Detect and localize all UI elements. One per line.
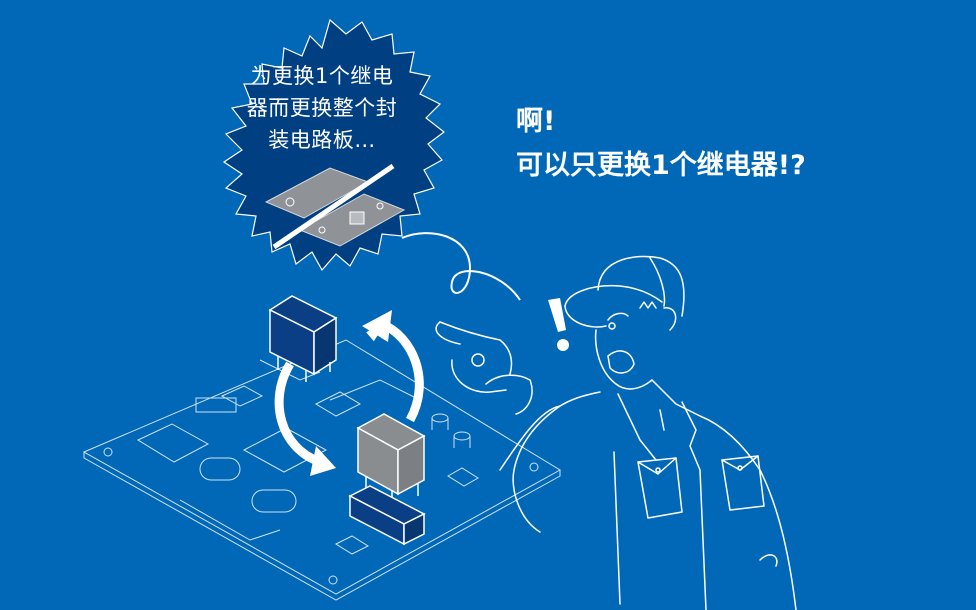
pcb-pair-icon: [264, 163, 406, 250]
arrow-head-down: [310, 446, 336, 476]
circuit-board: [82, 339, 561, 601]
bubble-line-3: 装电路板…: [268, 128, 376, 152]
worker-figure: [435, 255, 797, 610]
bubble-line-2: 器而更换整个封: [246, 96, 398, 120]
new-relay: [356, 413, 426, 504]
swap-arrows-icon: [274, 319, 424, 467]
bubble-line-1: 为更换1个继电: [250, 64, 394, 88]
strike-line: [272, 163, 395, 250]
bubble-caption: 为更换1个继电 器而更换整个封 装电路板…: [222, 60, 422, 156]
headline-line-1: 啊!: [516, 106, 556, 137]
speech-tail-curl: [401, 232, 521, 301]
exclamation-icon: [548, 298, 569, 351]
headline: 啊! 可以只更换1个继电器!?: [516, 100, 806, 188]
old-relay: [268, 295, 338, 382]
relay-socket: [348, 485, 426, 546]
headline-line-2: 可以只更换1个继电器!?: [516, 150, 806, 181]
